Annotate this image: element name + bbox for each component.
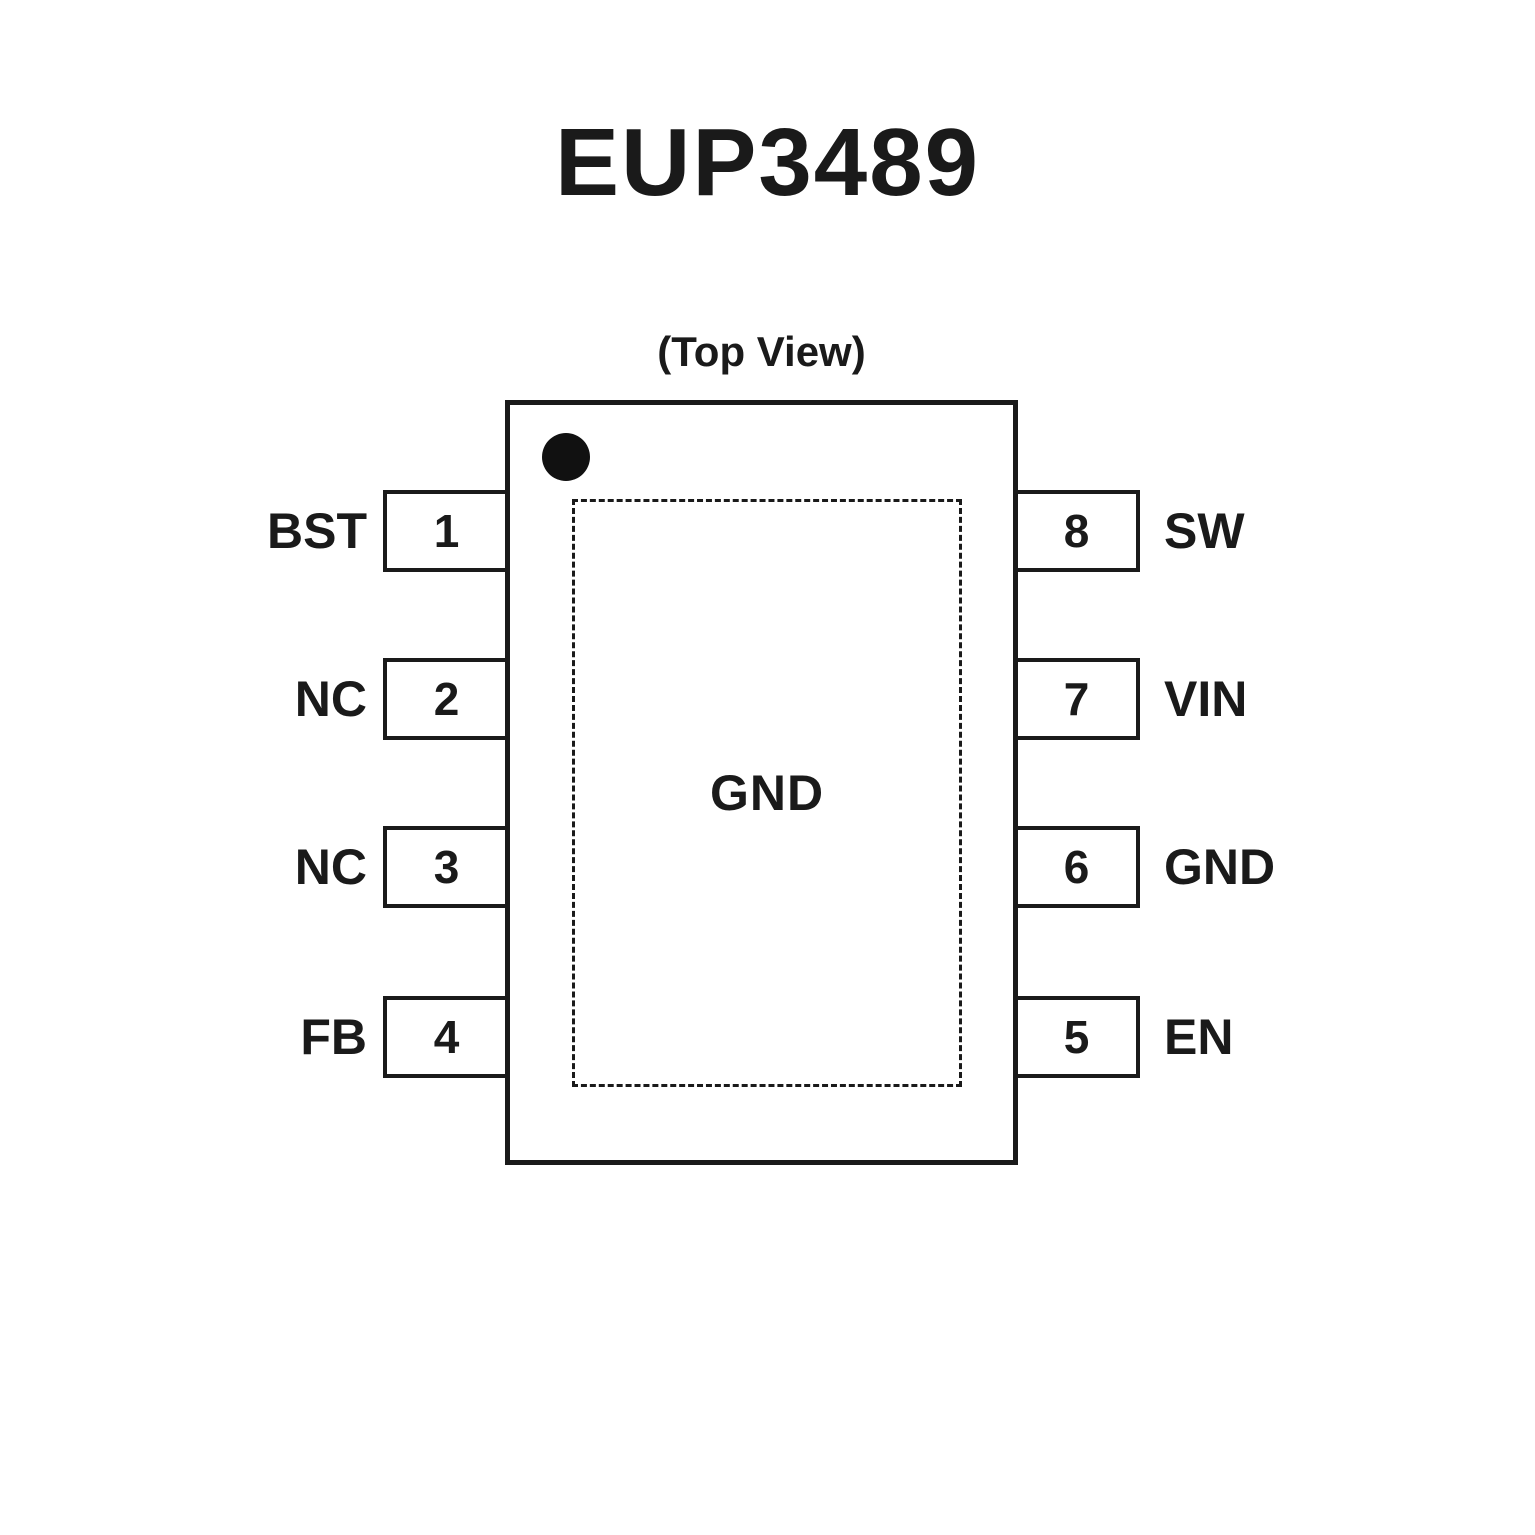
pin-name-label: FB xyxy=(300,1009,367,1065)
pin-row-7: 7 VIN xyxy=(1013,658,1433,740)
exposed-pad-outline: GND xyxy=(572,499,962,1087)
pin-number-box: 8 xyxy=(1013,490,1140,572)
pin-number-box: 3 xyxy=(383,826,510,908)
page-title: EUP3489 xyxy=(555,109,980,216)
pin1-indicator-dot xyxy=(542,433,590,481)
pin-name-label: NC xyxy=(294,839,367,895)
pin-row-8: 8 SW xyxy=(1013,490,1433,572)
pin-number-box: 5 xyxy=(1013,996,1140,1078)
pin-number-box: 2 xyxy=(383,658,510,740)
pin-row-4: FB 4 xyxy=(0,996,510,1078)
pin-row-3: NC 3 xyxy=(0,826,510,908)
top-view-label: (Top View) xyxy=(657,328,866,375)
pin-name-label: VIN xyxy=(1164,671,1248,727)
pin-name-label: BST xyxy=(267,503,367,559)
pin-name-label: SW xyxy=(1164,503,1245,559)
pin-row-5: 5 EN xyxy=(1013,996,1433,1078)
pin-number-box: 6 xyxy=(1013,826,1140,908)
pin-row-2: NC 2 xyxy=(0,658,510,740)
pin-number-box: 7 xyxy=(1013,658,1140,740)
chip-body: GND xyxy=(505,400,1018,1165)
pin-name-label: NC xyxy=(294,671,367,727)
pin-name-label: GND xyxy=(1164,839,1276,895)
pin-row-6: 6 GND xyxy=(1013,826,1433,908)
exposed-pad-label: GND xyxy=(709,765,825,821)
pin-number-box: 1 xyxy=(383,490,510,572)
pin-name-label: EN xyxy=(1164,1009,1234,1065)
pin-row-1: BST 1 xyxy=(0,490,510,572)
pin-number-box: 4 xyxy=(383,996,510,1078)
